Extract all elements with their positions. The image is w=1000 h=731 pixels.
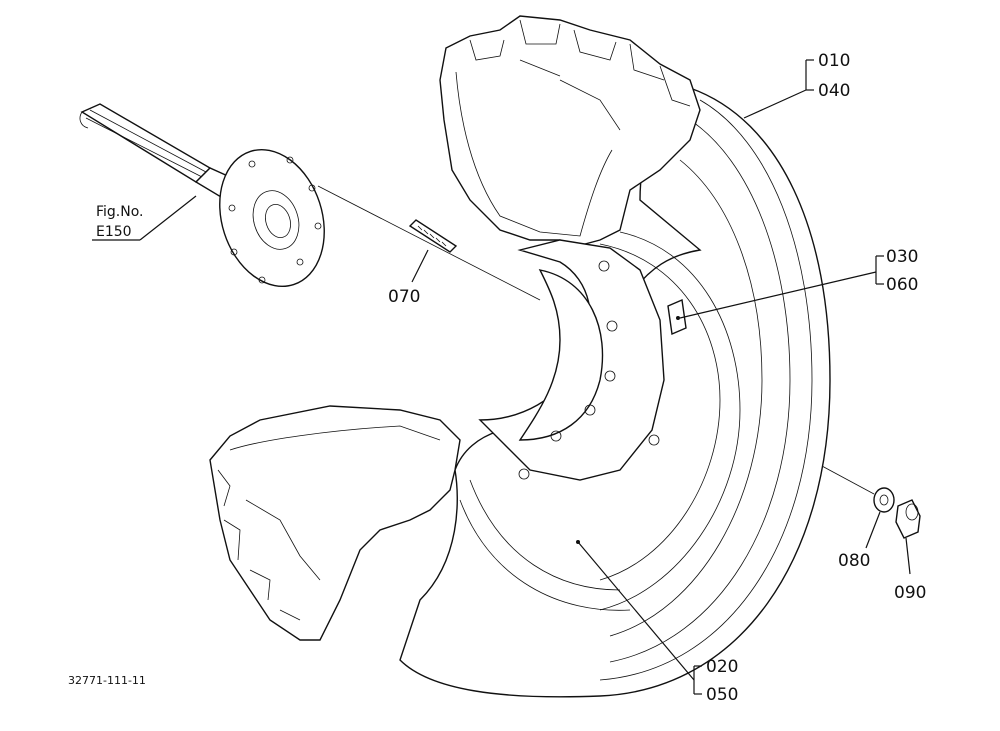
washer: 080 <box>838 487 895 571</box>
callout-valve-a: 030 <box>886 247 918 267</box>
callout-stud: 070 <box>388 287 420 307</box>
callout-valve-b: 060 <box>886 275 918 295</box>
callout-tire-a: 010 <box>818 51 850 71</box>
rim-callout: 020 050 <box>577 541 738 705</box>
callout-washer: 080 <box>838 551 870 571</box>
rim-disc <box>459 231 741 611</box>
callout-tire-b: 040 <box>818 81 850 101</box>
wheel-nut: 090 <box>894 499 926 603</box>
drawing-number: 32771-111-11 <box>68 674 146 687</box>
callout-rim-a: 020 <box>706 657 738 677</box>
tire: 010 040 <box>209 15 850 698</box>
figure-reference: Fig.No. E150 <box>92 195 197 241</box>
callout-rim-b: 050 <box>706 685 738 705</box>
stud-bolt: 070 <box>388 219 458 307</box>
axle-flange <box>219 148 325 288</box>
fig-number: E150 <box>96 224 132 240</box>
valve-callout: 030 060 <box>679 247 918 319</box>
callout-nut: 090 <box>894 583 926 603</box>
fig-label: Fig.No. <box>96 204 144 220</box>
assembly-axis-line <box>317 185 541 301</box>
